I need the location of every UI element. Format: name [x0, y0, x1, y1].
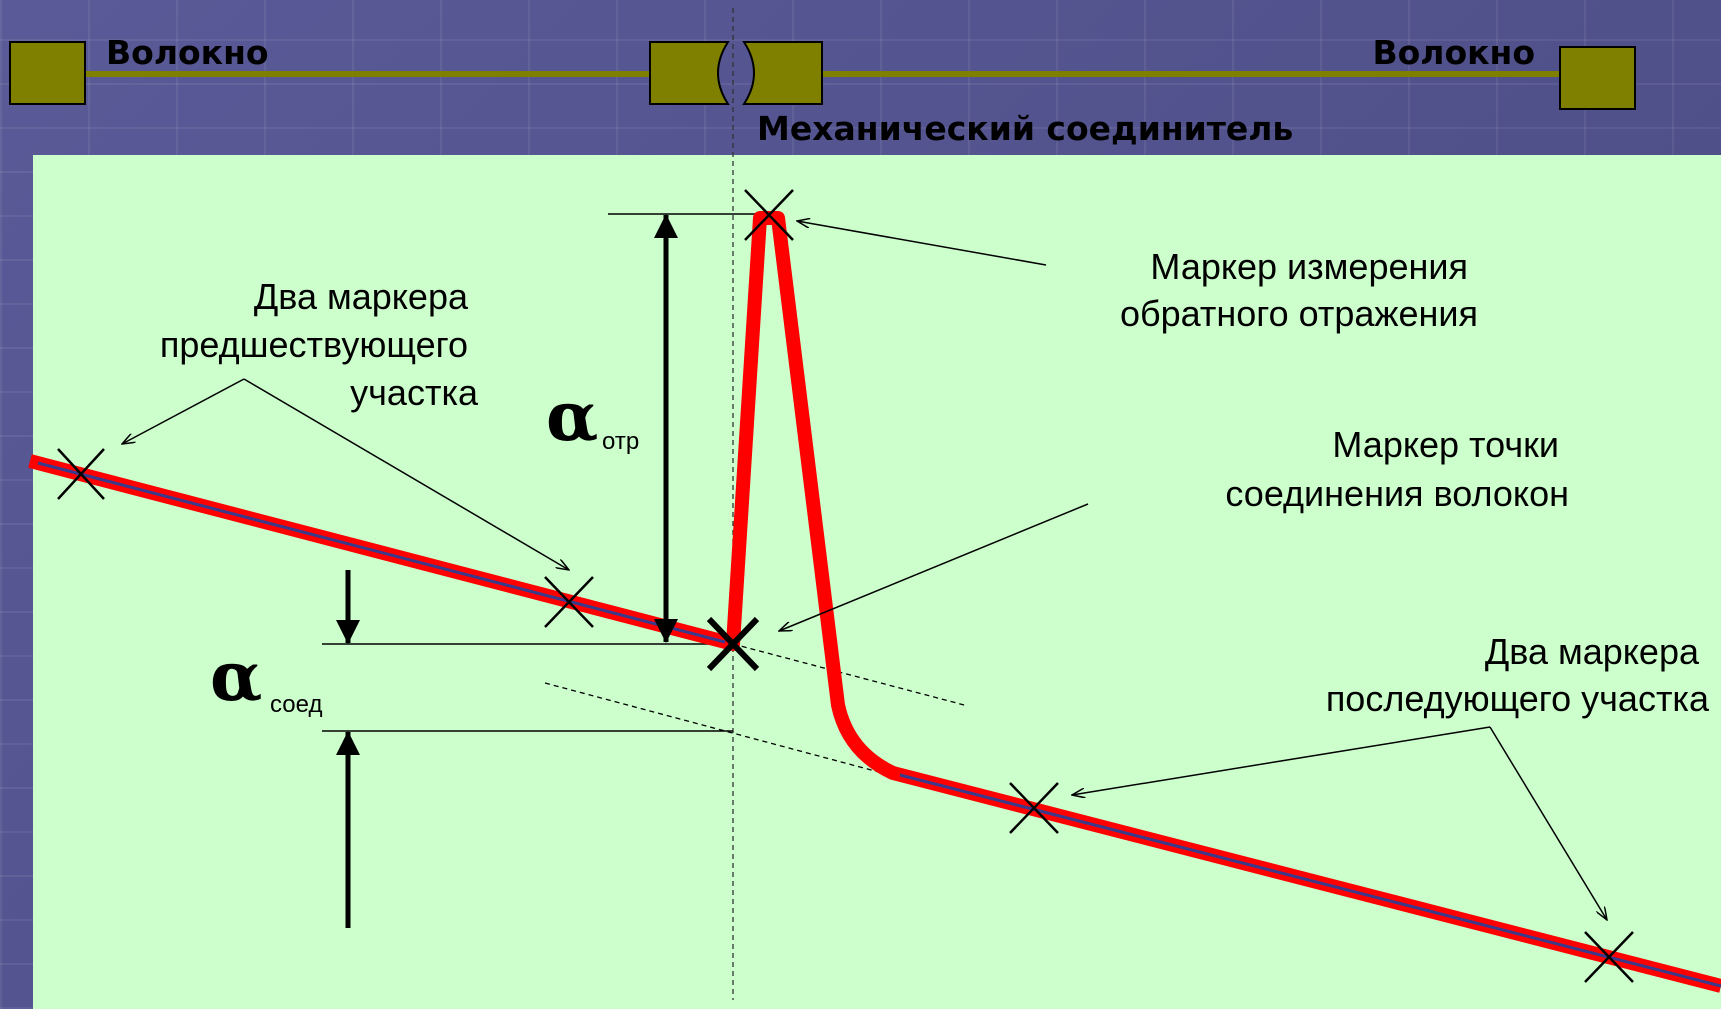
alpha-reflection-subscript: отр [602, 428, 639, 455]
junction-marker-label: Маркер точки соединения волокон [1225, 424, 1569, 514]
leader-following-1 [1072, 726, 1491, 795]
alpha-reflection-dimension [654, 214, 678, 643]
marker-junction [706, 616, 760, 672]
connector-right-half [742, 41, 823, 105]
leader-preceding-2 [243, 378, 569, 570]
reflection-marker-label-line2: обратного отражения [1120, 293, 1478, 334]
connector-left-half [649, 41, 730, 105]
preceding-markers-label-line3: участка [350, 372, 479, 413]
alpha-reflection-arrow-top [654, 214, 678, 238]
alpha-junction-arrow-top [336, 620, 360, 644]
preceding-markers-label-line1: Два маркера [254, 276, 469, 317]
alpha-junction-symbol: α [210, 637, 262, 717]
leader-reflection [797, 221, 1047, 266]
marker-following-2 [1584, 931, 1634, 983]
marker-following-1 [1009, 782, 1059, 834]
preceding-markers-label-line2: предшествующего [160, 324, 468, 365]
alpha-junction-dimension [336, 570, 360, 928]
leader-following-2 [1489, 726, 1607, 920]
junction-marker-label-line2: соединения волокон [1225, 473, 1569, 514]
fiber-left-end-block [9, 41, 86, 105]
junction-marker-label-line1: Маркер точки [1332, 424, 1559, 465]
marker-preceding-1 [57, 448, 105, 500]
marker-reflection [744, 189, 794, 241]
alpha-junction-arrow-bottom [336, 731, 360, 755]
following-markers-label-line2: последующего участка [1326, 678, 1710, 719]
fiber-assembly: Волокно Волокно Механический соединитель [9, 33, 1636, 148]
fiber-left-label: Волокно [106, 33, 269, 72]
extrapolation-line-before [732, 643, 969, 707]
leader-preceding-1 [122, 378, 245, 444]
reflection-marker-label-line1: Маркер измерения [1150, 246, 1468, 287]
trace-core-after [899, 773, 1721, 988]
alpha-reflection-arrow-bottom [654, 619, 678, 643]
leader-junction [779, 503, 1089, 631]
fiber-right-label: Волокно [1372, 33, 1535, 72]
alpha-junction-label: α соед [210, 637, 322, 718]
alpha-junction-subscript: соед [270, 691, 322, 718]
following-markers-label: Два маркера последующего участка [1326, 631, 1710, 719]
alpha-reflection-symbol: α [546, 377, 598, 457]
connector-label: Механический соединитель [757, 109, 1293, 148]
following-markers-label-line1: Два маркера [1485, 631, 1700, 672]
extrapolation-line-after [544, 682, 891, 776]
preceding-markers-label: Два маркера предшествующего участка [160, 276, 479, 413]
marker-preceding-2 [544, 576, 594, 628]
diagram-panel [33, 155, 1721, 1009]
alpha-reflection-label: α отр [546, 377, 639, 457]
fiber-right-end-block [1559, 46, 1636, 110]
otdr-trace [28, 211, 1721, 993]
reflection-marker-label: Маркер измерения обратного отражения [1120, 246, 1478, 334]
trace-core-before [37, 461, 726, 644]
